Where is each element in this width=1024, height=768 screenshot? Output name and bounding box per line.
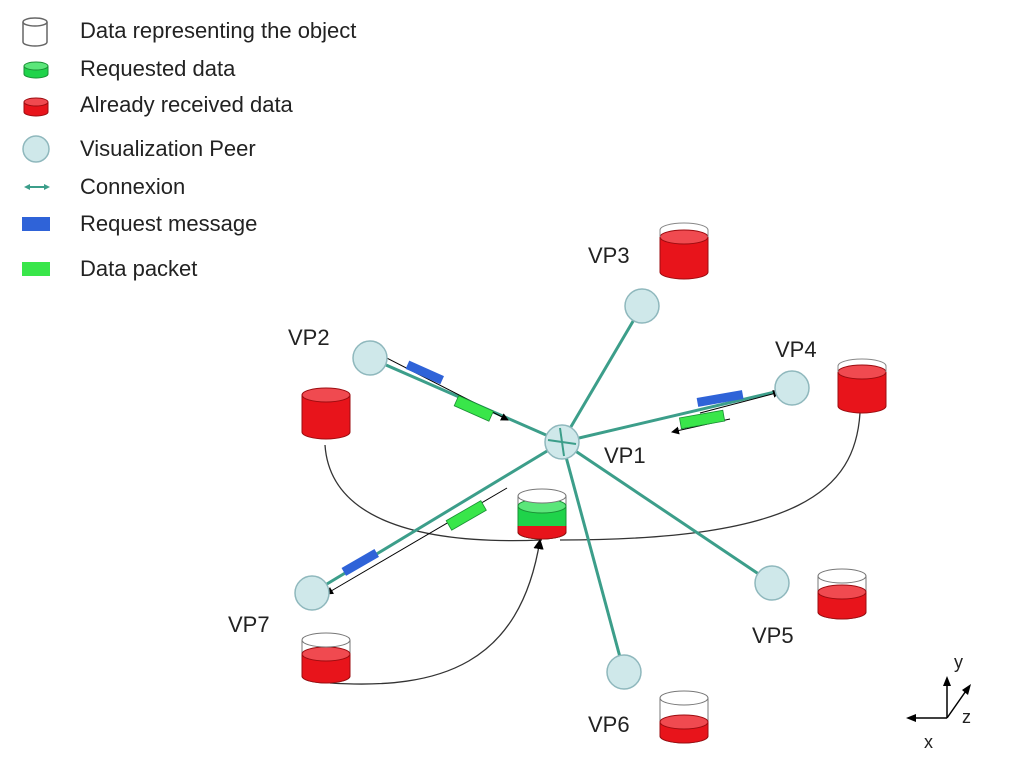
peer-vp5 [754,565,790,601]
data-packet-vp4 [679,409,726,430]
peer-vp6 [606,654,642,690]
axis-label-x: x [924,732,933,752]
legend-label: Request message [80,211,258,236]
blue-rect-icon [22,217,50,231]
legend-item-received: Already received data [18,88,458,122]
connection-vp1-vp4 [561,386,793,444]
connection-vp1-vp3 [560,305,644,443]
axis-label-y: y [954,652,963,672]
green-cylinder-icon [23,61,49,79]
axis-indicator: y z x [906,652,971,752]
peer-vp1 [544,424,580,460]
axis-label-z: z [962,707,971,727]
red-cylinder-icon [23,97,49,117]
legend-label: Data packet [80,256,198,281]
peer-label-vp2: VP2 [288,325,330,350]
peers [294,288,810,690]
data-arc-vp4 [559,412,861,541]
cylinder-vp5 [817,568,867,620]
data-arc-vp7 [329,538,544,685]
peer-vp2 [352,340,388,376]
peer-circle-icon [22,135,50,163]
request-message-vp4 [696,390,744,407]
connection-vp1-vp5 [561,440,773,585]
cylinder-vp7 [301,632,351,684]
arrow-vp4-request [699,389,781,414]
cylinder-vp6 [659,690,709,744]
peer-label-vp7: VP7 [228,612,270,637]
peer-label-vp5: VP5 [752,623,794,648]
cylinder-vp4 [837,358,887,414]
connections [311,305,793,673]
legend-item-peer: Visualization Peer [18,132,458,166]
data-arc-vp2 [324,444,543,542]
peer-label-vp1: VP1 [604,443,646,468]
legend-label: Data representing the object [80,18,357,43]
legend-item-requested: Requested data [18,52,458,86]
data-packet-vp7 [445,500,487,531]
peer-vp7 [294,575,330,611]
legend-item-object-data: Data representing the object [18,14,458,48]
cylinder-vp2 [301,387,351,440]
legend-label: Visualization Peer [80,136,256,161]
cylinder-vp3 [659,222,709,280]
peer-vp3 [624,288,660,324]
request-message-vp7 [341,549,379,576]
green-rect-icon [22,262,50,276]
request-message-vp2 [405,360,444,385]
peer-label-vp6: VP6 [588,712,630,737]
legend-item-data-packet: Data packet [18,252,458,286]
double-arrow-icon [24,184,50,190]
legend-item-request-msg: Request message [18,207,458,241]
legend-label: Requested data [80,56,236,81]
data-packet-vp2 [453,395,494,422]
cylinder-central [517,488,567,540]
peer-label-vp3: VP3 [588,243,630,268]
peer-vp4 [774,370,810,406]
legend-label: Connexion [80,174,186,199]
peer-label-vp4: VP4 [775,337,817,362]
empty-cylinder-icon [22,17,48,47]
connection-vp1-vp6 [560,441,626,673]
legend-label: Already received data [80,92,293,117]
legend-item-connexion: Connexion [18,170,458,204]
